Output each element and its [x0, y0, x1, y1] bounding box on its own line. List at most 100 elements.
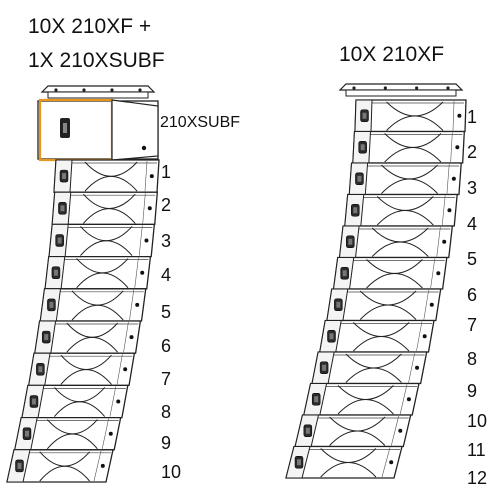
cabinet-end-line — [399, 384, 408, 415]
bumper-pin — [110, 88, 114, 92]
waveguide-curve — [60, 369, 112, 385]
rigging-dot — [389, 460, 394, 465]
cabinet-end-line — [116, 354, 123, 385]
waveguide-curve — [320, 462, 377, 478]
waveguide-curve — [386, 115, 444, 131]
cabinet-end-line — [381, 447, 391, 478]
rigging-dot — [429, 302, 434, 307]
right-cabinet — [285, 445, 403, 479]
right-cabinet-number: 2 — [467, 142, 478, 162]
bumper-pin — [138, 88, 142, 92]
right-array-title: 10X 210XF — [339, 43, 445, 66]
bumper-top — [338, 83, 464, 91]
right-cabinet — [354, 99, 467, 133]
waveguide-curve — [329, 430, 386, 446]
right-cabinet-number: 4 — [467, 214, 478, 234]
right-cabinet — [311, 351, 428, 385]
waveguide-curve — [80, 240, 133, 256]
waveguide-curve — [345, 367, 402, 383]
right-cabinet-number: 5 — [467, 249, 478, 269]
driver-detail — [342, 270, 347, 277]
bumper-pin — [446, 86, 450, 90]
left-cabinet-number: 5 — [161, 302, 172, 322]
left-cabinet-number: 3 — [161, 231, 172, 251]
left-cabinet — [34, 320, 142, 354]
cabinet-end-line — [391, 415, 399, 446]
waveguide-curve — [46, 433, 98, 450]
rigging-dot — [406, 397, 411, 402]
rigging-dot — [144, 238, 149, 243]
rigging-dot — [141, 145, 147, 151]
right-cabinet-number: 11 — [467, 440, 486, 460]
bumper-rail — [47, 91, 149, 99]
waveguide-curve — [381, 178, 438, 194]
driver-detail — [305, 427, 310, 434]
rigging-dot — [100, 463, 105, 468]
rigging-dot — [135, 302, 140, 307]
left-cabinet-number: 10 — [161, 462, 182, 482]
right-cabinet — [344, 193, 458, 227]
driver-detail — [24, 430, 29, 437]
right-cabinet-number: 10 — [467, 411, 488, 431]
waveguide-curve — [376, 210, 434, 226]
driver-detail — [348, 238, 353, 245]
rigging-dot — [116, 399, 121, 404]
driver-detail — [357, 175, 362, 182]
driver-detail — [353, 207, 358, 214]
bumper-rail — [345, 89, 457, 97]
cabinet-end-line — [441, 195, 446, 226]
driver-detail — [362, 112, 367, 119]
right-cabinet — [326, 288, 442, 322]
right-cabinet-number: 7 — [467, 315, 478, 335]
right-cabinet — [303, 382, 420, 416]
waveguide-curve — [337, 399, 394, 415]
rigging-dot — [129, 335, 134, 340]
waveguide-curve — [352, 336, 410, 352]
cabinet-end-line — [450, 132, 453, 163]
right-cabinet — [352, 130, 465, 164]
cabinet-end-line — [129, 289, 135, 321]
subwoofer-driver-detail — [63, 123, 67, 133]
waveguide-curve — [71, 304, 124, 321]
driver-detail — [44, 334, 49, 341]
driver-detail — [62, 173, 66, 180]
driver-detail — [31, 398, 36, 405]
rigging-dot — [436, 271, 441, 276]
bumper-pin — [383, 86, 387, 90]
rigging-dot — [398, 428, 403, 433]
cabinet-end-line — [423, 289, 429, 320]
left-cabinet-number: 6 — [161, 336, 172, 356]
driver-detail — [60, 205, 65, 212]
waveguide-curve — [371, 241, 429, 257]
driver-detail — [329, 333, 334, 340]
right-cabinet-number: 1 — [467, 107, 478, 127]
rigging-dot — [149, 174, 154, 179]
rigging-dot — [147, 206, 152, 211]
left-cabinet-number: 1 — [161, 162, 172, 182]
waveguide-curve — [39, 465, 90, 482]
waveguide-curve — [384, 147, 442, 163]
bumper-top — [40, 85, 156, 93]
driver-detail — [314, 396, 319, 403]
left-array-title-line2: 1X 210XSUBF — [28, 49, 165, 72]
bumper-pin — [352, 86, 356, 90]
cabinet-end-line — [93, 450, 102, 482]
cabinet-end-line — [452, 100, 455, 131]
rigging-dot — [415, 365, 420, 370]
rigging-dot — [108, 431, 113, 436]
cabinet-end-line — [109, 386, 117, 417]
cabinet-end-line — [101, 418, 109, 449]
left-cabinet — [39, 288, 147, 322]
right-cabinet — [294, 414, 412, 448]
waveguide-curve — [366, 273, 423, 289]
rigging-dot — [451, 176, 456, 181]
left-cabinet — [6, 449, 114, 483]
driver-detail — [38, 366, 43, 373]
cabinet-end-line — [138, 225, 143, 256]
subwoofer-label: 210XSUBF — [160, 114, 241, 131]
driver-detail — [57, 237, 62, 244]
left-cabinet — [21, 384, 129, 419]
left-cabinet-number: 9 — [161, 433, 172, 453]
